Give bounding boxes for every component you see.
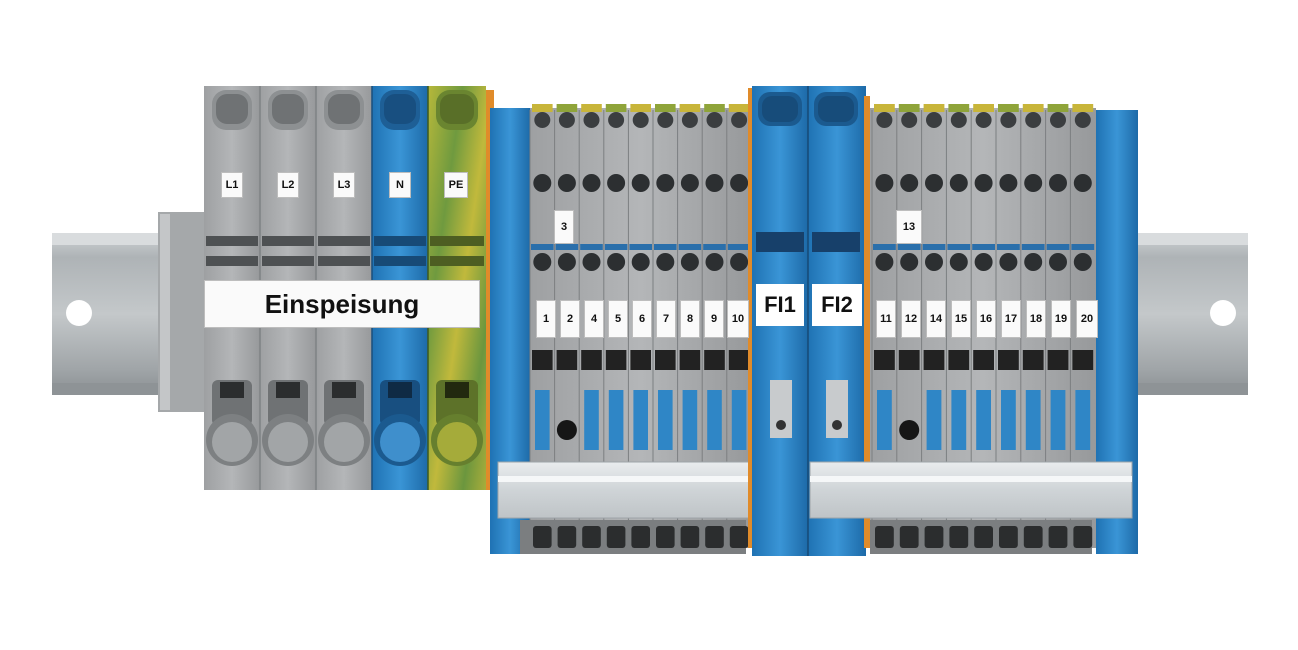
label-pe: PE [444, 172, 468, 198]
terminal-pin [533, 526, 552, 548]
label-l2: L2 [277, 172, 299, 198]
terminal-number-15: 15 [951, 300, 971, 338]
terminal-pin [1023, 526, 1043, 548]
terminal-pin [606, 526, 626, 548]
terminal-pin [582, 526, 601, 548]
terminal-number-18: 18 [1026, 300, 1046, 338]
terminal-pin [999, 526, 1018, 548]
terminal-number-1: 1 [536, 300, 556, 338]
terminal-pin [875, 526, 894, 548]
label-n: N [389, 172, 411, 198]
terminal-number-12: 12 [901, 300, 921, 338]
terminal-number-20: 20 [1076, 300, 1098, 338]
terminal-column [1069, 104, 1095, 548]
terminal-number-9: 9 [704, 300, 724, 338]
terminal-pin [705, 526, 724, 548]
terminal-column [970, 104, 995, 548]
terminal-number-17: 17 [1001, 300, 1021, 338]
terminal-number-5: 5 [608, 300, 628, 338]
terminal-column [726, 104, 751, 548]
terminal-number-4: 4 [584, 300, 604, 338]
group-b-separator-label: 13 [896, 210, 922, 244]
rcd-label-fi1: FI1 [756, 284, 804, 326]
terminal-pin [557, 526, 577, 548]
terminal-pin [949, 526, 969, 548]
terminal-number-16: 16 [976, 300, 996, 338]
terminal-pin [680, 526, 700, 548]
terminal-column [627, 104, 652, 548]
label-l3: L3 [333, 172, 355, 198]
terminal-number-10: 10 [727, 300, 749, 338]
feed-marker-label: Einspeisung [204, 280, 480, 328]
terminal-pin [899, 526, 919, 548]
terminal-pin [729, 526, 749, 548]
terminal-pin [631, 526, 650, 548]
terminal-number-11: 11 [876, 300, 896, 338]
terminal-column [945, 104, 971, 548]
terminal-column [921, 104, 946, 548]
terminal-column [677, 104, 702, 548]
label-l1: L1 [221, 172, 243, 198]
terminal-pin [974, 526, 993, 548]
rcd-label-fi2: FI2 [812, 284, 862, 326]
terminal-number-8: 8 [680, 300, 700, 338]
terminal-pin [656, 526, 675, 548]
terminal-pin [1048, 526, 1068, 548]
terminal-number-7: 7 [656, 300, 676, 338]
terminal-column [896, 104, 921, 548]
terminal-column [529, 104, 554, 548]
terminal-pin [924, 526, 944, 548]
terminal-pin [1073, 526, 1093, 548]
terminal-number-14: 14 [926, 300, 946, 338]
terminal-number-2: 2 [560, 300, 580, 338]
terminal-column [995, 104, 1020, 548]
group-a-separator-label: 3 [554, 210, 574, 244]
terminal-number-6: 6 [632, 300, 652, 338]
terminal-number-19: 19 [1051, 300, 1071, 338]
